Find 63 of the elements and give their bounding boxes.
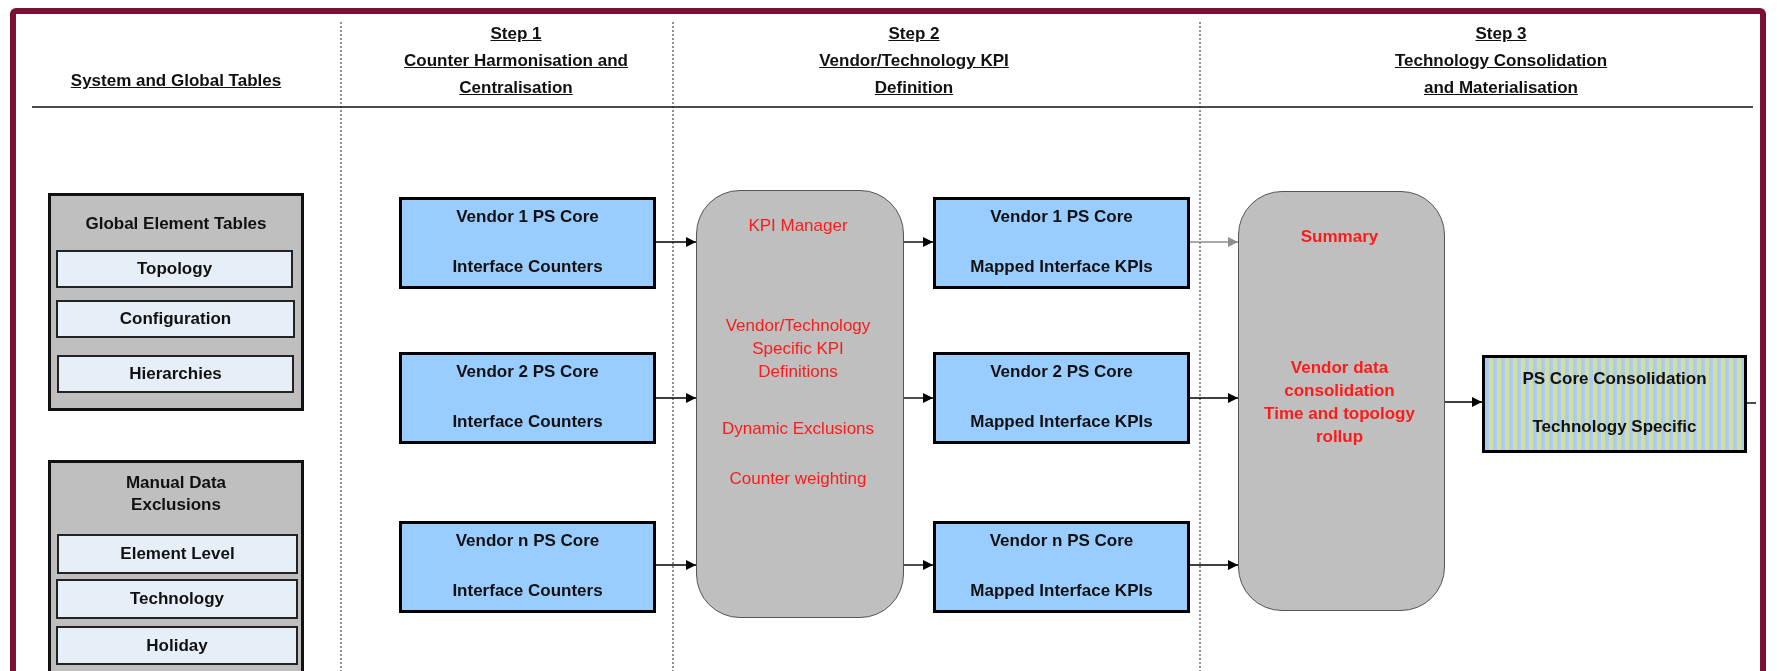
box-label: PS Core Consolidation bbox=[1522, 368, 1707, 390]
column-heading: Vendor/Technology KPI Definition bbox=[818, 50, 1010, 99]
step-text: Vendor/Technology Specific KPI Definitions bbox=[724, 315, 872, 383]
process-box bbox=[399, 521, 656, 613]
table-item-box bbox=[56, 300, 295, 338]
step-text: Time and topology rollup bbox=[1263, 403, 1416, 448]
process-box bbox=[399, 197, 656, 289]
column-heading: Technology Consolidation and Materialisation bbox=[1393, 50, 1609, 99]
box-label: Vendor 2 PS Core bbox=[990, 361, 1133, 383]
step-text: KPI Manager bbox=[747, 215, 849, 237]
arrow bbox=[903, 237, 934, 247]
process-box bbox=[933, 521, 1190, 613]
box-label: Vendor 2 PS Core bbox=[456, 361, 599, 383]
box-label: Mapped Interface KPIs bbox=[970, 411, 1153, 433]
arrow bbox=[655, 560, 697, 570]
box-label: Manual Data Exclusions bbox=[124, 472, 228, 516]
box-label: Mapped Interface KPIs bbox=[970, 580, 1153, 602]
box-label: Element Level bbox=[120, 543, 235, 565]
box-label: Topology bbox=[136, 258, 213, 280]
arrow bbox=[655, 237, 697, 247]
arrow bbox=[1189, 560, 1239, 570]
column-heading: Step 1 bbox=[489, 23, 543, 45]
box-label: Global Element Tables bbox=[84, 213, 268, 235]
table-item-box bbox=[56, 626, 298, 665]
process-box bbox=[933, 197, 1190, 289]
arrow bbox=[903, 393, 934, 403]
box-label: Hierarchies bbox=[129, 363, 222, 385]
box-label: Vendor 1 PS Core bbox=[990, 206, 1133, 228]
table-group-box bbox=[48, 460, 304, 671]
box-label: Vendor n PS Core bbox=[989, 530, 1134, 552]
step-text: Summary bbox=[1299, 226, 1380, 248]
box-label: Technology Specific bbox=[1532, 416, 1697, 438]
process-rounded-box bbox=[1238, 191, 1445, 611]
box-label: Interface Counters bbox=[452, 411, 603, 433]
box-label: Configuration bbox=[119, 308, 232, 330]
step-text: Dynamic Exclusions bbox=[720, 418, 876, 440]
output-box bbox=[1482, 355, 1747, 453]
arrow bbox=[655, 393, 697, 403]
box-label: Interface Counters bbox=[452, 580, 603, 602]
arrow bbox=[1189, 237, 1239, 247]
box-label: Interface Counters bbox=[452, 256, 603, 278]
table-item-box bbox=[56, 579, 298, 619]
column-heading: System and Global Tables bbox=[69, 70, 283, 92]
box-label: Vendor n PS Core bbox=[455, 530, 600, 552]
column-heading: Step 3 bbox=[1474, 23, 1528, 45]
process-box bbox=[399, 352, 656, 444]
arrow bbox=[903, 560, 934, 570]
step-text: Counter weighting bbox=[728, 468, 868, 490]
table-item-box bbox=[57, 534, 298, 574]
table-item-box bbox=[57, 355, 294, 393]
process-box bbox=[933, 352, 1190, 444]
step-text: Vendor data consolidation bbox=[1283, 357, 1396, 402]
table-group-box bbox=[48, 193, 304, 411]
column-heading: Counter Harmonisation and Centralisation bbox=[403, 50, 629, 99]
arrow bbox=[1189, 393, 1239, 403]
arrow bbox=[1444, 397, 1483, 407]
box-label: Mapped Interface KPIs bbox=[970, 256, 1153, 278]
box-label: Holiday bbox=[146, 634, 208, 657]
table-item-box bbox=[56, 250, 293, 288]
process-rounded-box bbox=[696, 190, 904, 618]
column-heading: Step 2 bbox=[887, 23, 941, 45]
box-label: Technology bbox=[129, 588, 225, 610]
box-label: Vendor 1 PS Core bbox=[456, 206, 599, 228]
